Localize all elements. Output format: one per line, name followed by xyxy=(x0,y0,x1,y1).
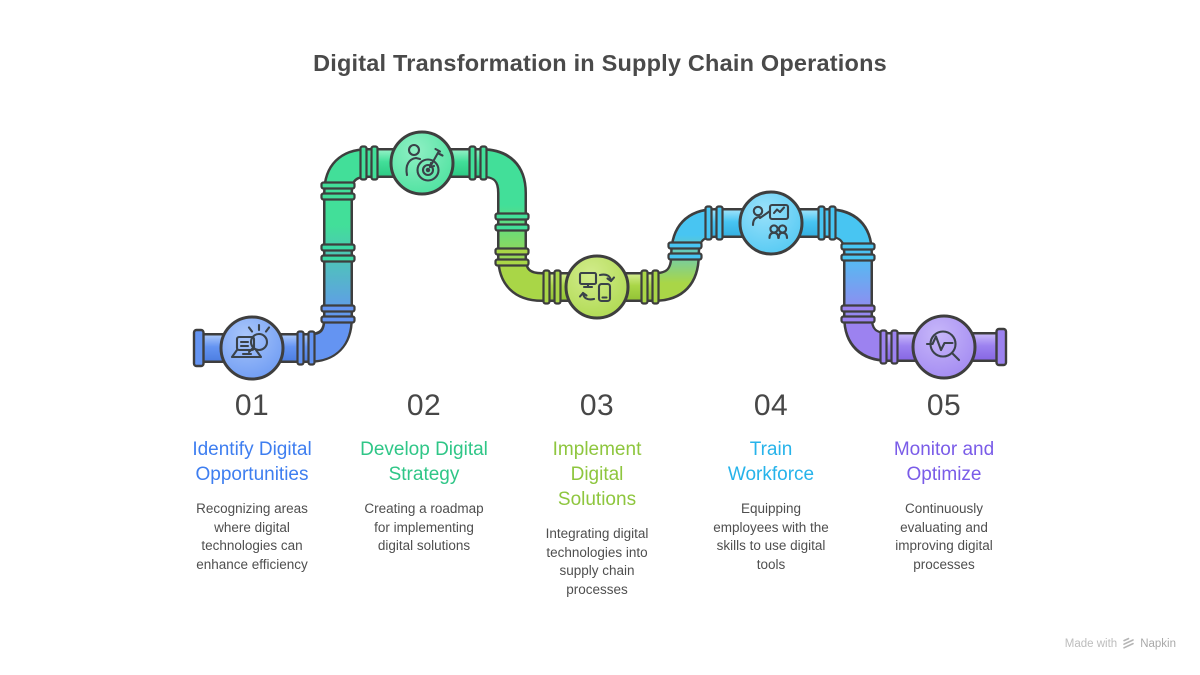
step-number: 05 xyxy=(926,389,962,422)
step-title: Train Workforce xyxy=(727,439,815,486)
devices-sync-icon xyxy=(578,271,616,303)
step-number: 04 xyxy=(753,389,789,422)
magnifier-pulse-icon xyxy=(925,330,961,362)
step-2-node xyxy=(389,130,455,196)
made-with-label: Made with xyxy=(1064,637,1118,650)
page-title: Digital Transformation in Supply Chain O… xyxy=(313,50,887,76)
step-description: Creating a roadmap for implementing digi… xyxy=(364,501,484,554)
step-3-node xyxy=(564,254,630,320)
step-4: 04 Train Workforce Equipping employees w… xyxy=(675,389,867,575)
napkin-logo-icon xyxy=(1123,637,1134,649)
step-description: Recognizing areas where digital technolo… xyxy=(196,501,308,573)
napkin-brand-label: Napkin xyxy=(1140,637,1176,650)
step-4-node xyxy=(738,190,804,256)
pipe-end-caps xyxy=(192,327,1008,368)
step-1: 01 Identify Digital Opportunities Recogn… xyxy=(156,389,348,575)
step-number: 02 xyxy=(406,389,442,422)
step-description: Equipping employees with the skills to u… xyxy=(713,501,829,573)
step-title: Identify Digital Opportunities xyxy=(192,439,312,486)
step-number: 01 xyxy=(234,389,270,422)
step-title: Develop Digital Strategy xyxy=(360,439,488,486)
step-title: Implement Digital Solutions xyxy=(552,439,642,511)
laptop-search-icon xyxy=(230,323,271,359)
step-number: 03 xyxy=(579,389,615,422)
step-description: Integrating digital technologies into su… xyxy=(545,526,649,598)
person-target-icon xyxy=(405,143,444,182)
step-title: Monitor and Optimize xyxy=(893,439,995,486)
step-description: Continuously evaluating and improving di… xyxy=(895,501,993,573)
step-2: 02 Develop Digital Strategy Creating a r… xyxy=(328,389,520,556)
step-3: 03 Implement Digital Solutions Integrati… xyxy=(501,389,693,600)
step-5-node xyxy=(911,314,977,380)
step-5: 05 Monitor and Optimize Continuously eva… xyxy=(848,389,1040,575)
training-presentation-icon xyxy=(751,203,790,240)
made-with-napkin-watermark[interactable]: Made with Napkin xyxy=(1065,637,1176,650)
